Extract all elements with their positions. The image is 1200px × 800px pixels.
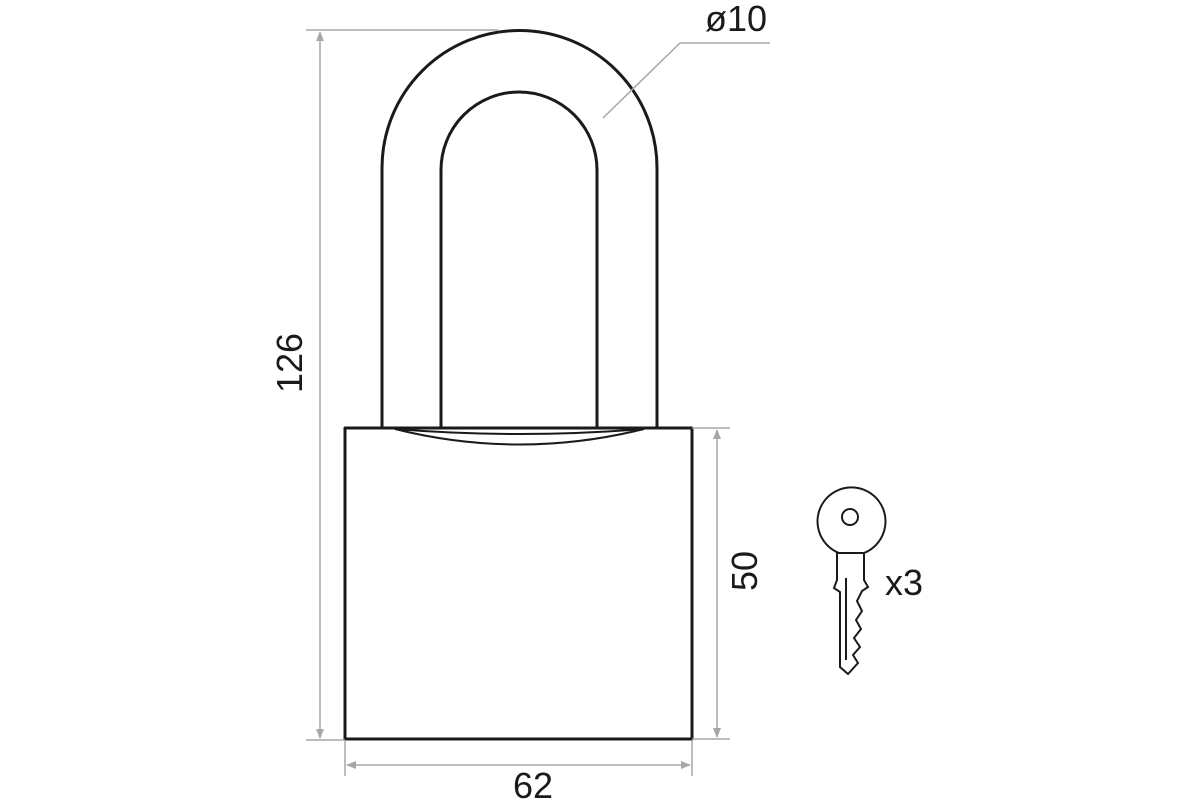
key-icon [816, 486, 887, 676]
shackle-diameter-label: ø10 [705, 0, 767, 39]
shackle-outer [380, 29, 659, 428]
diameter-leader-line [602, 42, 770, 119]
shackle-inner [439, 90, 599, 428]
lock-body-curve [394, 428, 645, 446]
dimension-body-height [692, 427, 730, 740]
shackle [380, 29, 659, 428]
lock-body [343, 426, 694, 741]
body-width-label: 62 [513, 765, 553, 800]
lock-body-curve-top [394, 428, 645, 435]
dimension-total-height [306, 29, 498, 741]
lock-body-outline [343, 426, 694, 741]
key-count-label: x3 [885, 562, 923, 603]
dimension-body-width [344, 740, 693, 776]
total-height-label: 126 [269, 333, 310, 393]
body-height-label: 50 [724, 551, 765, 591]
